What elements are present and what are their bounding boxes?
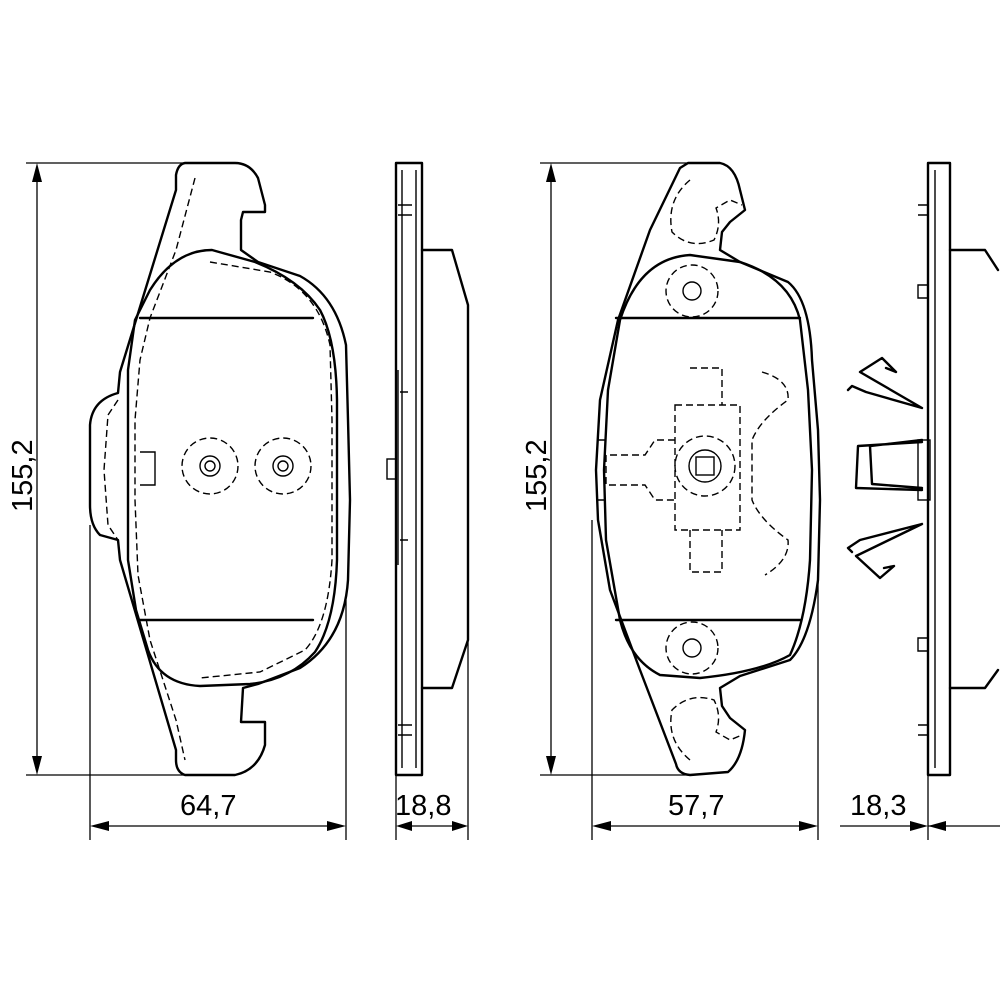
pad2-side-view <box>846 161 1000 777</box>
pad2-rivet-top <box>665 264 719 318</box>
pad1-side-friction-block <box>420 248 470 690</box>
pad1-thickness-label: 18,8 <box>395 790 451 822</box>
pad2-side-notch-hidden <box>598 439 606 501</box>
pad1-front-view <box>88 161 352 777</box>
pad2-front-view <box>594 161 822 777</box>
pad2-upper-ear-hidden <box>670 179 743 245</box>
pad2-rivet-bottom <box>665 621 719 675</box>
pad1-friction-block <box>126 248 339 688</box>
pad2-backing-plate <box>594 161 822 777</box>
pad1-side-view <box>386 161 470 777</box>
pad1-height-label: 155,2 <box>7 439 39 512</box>
pad2-thickness-label: 18,3 <box>850 790 906 822</box>
pad1-width-label: 64,7 <box>180 790 236 822</box>
pad1-side-sensor <box>386 458 397 480</box>
pad2-center-clip-hidden <box>605 367 789 576</box>
pad2-side-friction-block <box>948 248 1000 690</box>
pad1-rivet-left <box>181 437 239 495</box>
pad1-side-backing-plate <box>394 161 424 777</box>
pad2-friction-block <box>602 253 814 680</box>
dimension-annotations: 155,2 64,7 18,8 155,2 57,7 <box>7 162 1000 840</box>
pad2-clip-bracket <box>917 439 931 501</box>
pad2-width-label: 57,7 <box>668 790 724 822</box>
pad1-rivet-right <box>254 437 312 495</box>
pad1-hidden-contour <box>134 177 333 761</box>
pad1-side-nub-dashed <box>140 451 156 486</box>
pad1-side-nub-hidden <box>103 399 119 541</box>
pad1-backing-plate <box>88 161 352 777</box>
pad2-spring-clip <box>846 356 924 580</box>
pad2-center-rivet <box>674 435 736 497</box>
pad2-side-backing-plate <box>926 161 952 777</box>
pad2-height-label: 155,2 <box>521 439 553 512</box>
pad2-lower-ear-hidden <box>670 696 743 761</box>
